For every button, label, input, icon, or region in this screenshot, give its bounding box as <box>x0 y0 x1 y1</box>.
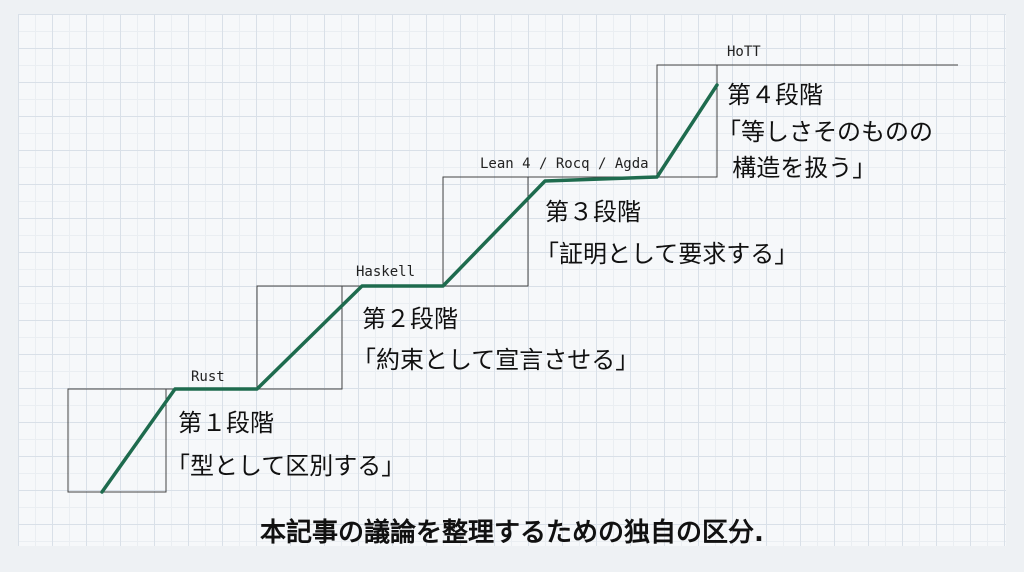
tool-label-hott: HoTT <box>727 44 761 60</box>
stage-title-3: 第３段階 <box>545 198 641 226</box>
stage-description-3: 「証明として要求する」 <box>535 240 798 268</box>
caption: 本記事の議論を整理するための独自の区分. <box>260 517 764 548</box>
step-box-4 <box>656 64 718 178</box>
step-box-2 <box>256 285 343 390</box>
step-box-3 <box>442 176 529 287</box>
stage-description-2: 「約束として宣言させる」 <box>352 346 639 374</box>
stage-title-4: 第４段階 <box>727 81 823 109</box>
stage-description-4-line2: 構造を扱う」 <box>717 154 876 182</box>
progress-line <box>100 83 719 494</box>
step-box-1 <box>67 388 167 493</box>
tool-label-rust: Rust <box>191 369 225 385</box>
stage-description-4-line1: 「等しさそのものの <box>717 118 933 146</box>
stage-title-1: 第１段階 <box>178 409 274 437</box>
tool-label-haskell: Haskell <box>356 264 415 280</box>
stage-title-2: 第２段階 <box>362 305 458 333</box>
grid-background <box>18 14 1006 546</box>
stage-description-1: 「型として区別する」 <box>166 452 405 480</box>
tool-label-lean: Lean 4 / Rocq / Agda <box>480 156 649 172</box>
